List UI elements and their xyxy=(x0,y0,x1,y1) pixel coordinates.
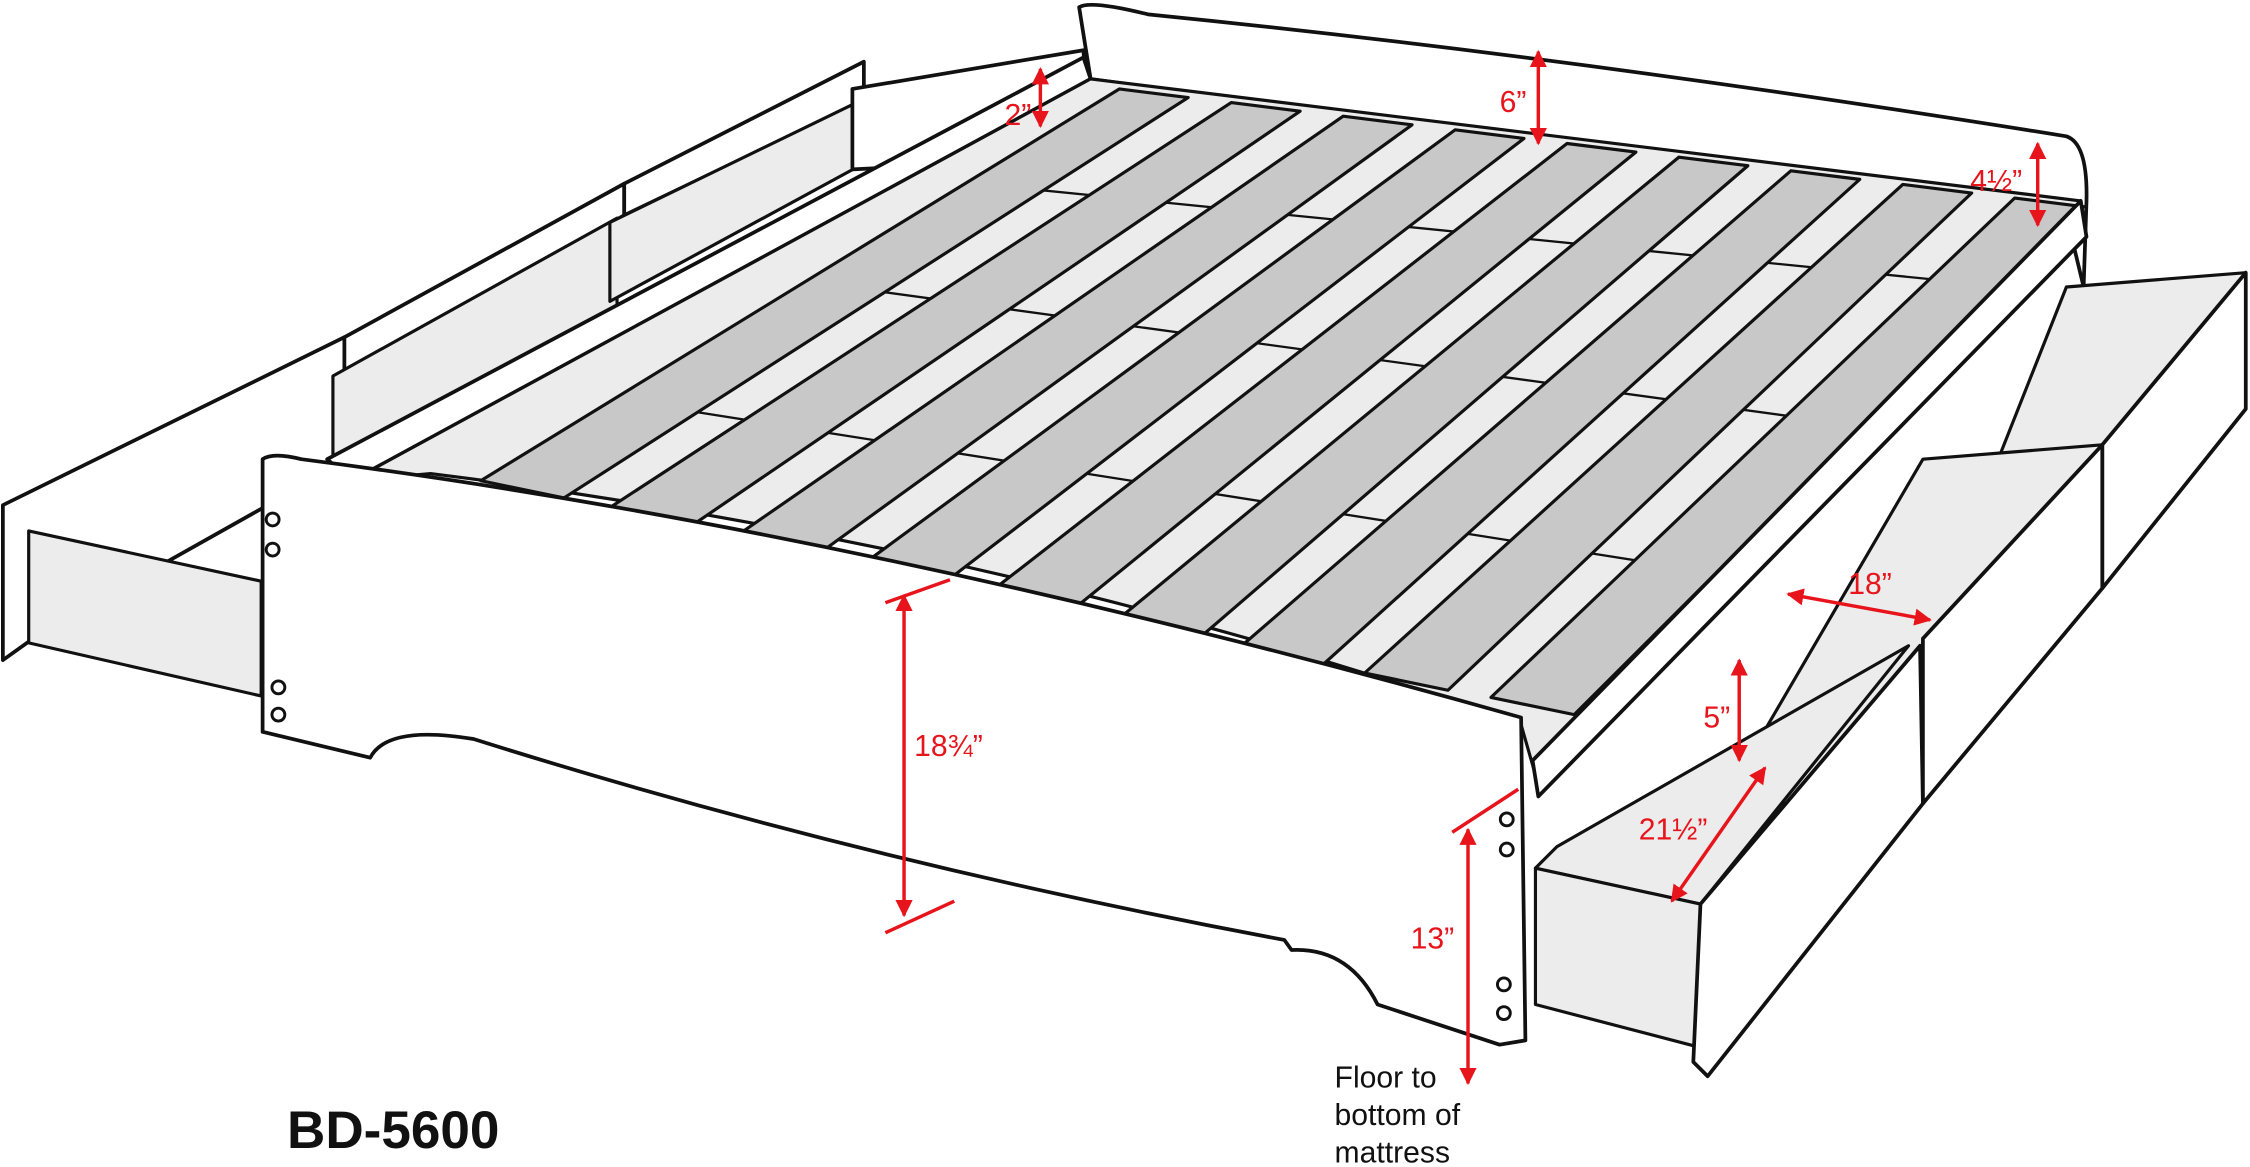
slat xyxy=(1489,196,2086,717)
slat xyxy=(1363,182,1974,692)
left-drawers xyxy=(1,48,1093,698)
dim-drawer-width: 18” xyxy=(1848,568,1892,601)
dim-headboard-height: 6” xyxy=(1500,86,1527,119)
dim-headboard-side: 4½” xyxy=(1970,165,2022,198)
right-drawers xyxy=(1533,270,2248,1079)
dim-drawer-height: 5” xyxy=(1703,702,1730,735)
dim-headboard-rail: 2” xyxy=(1004,99,1031,132)
bolts xyxy=(264,511,1515,1022)
dim-drawer-depth: 21½” xyxy=(1639,813,1708,846)
note-line-2: bottom of xyxy=(1335,1099,1461,1132)
slats xyxy=(479,87,2086,717)
note-line-3: mattress xyxy=(1335,1136,1451,1167)
dim-floor-to-mattress: 13” xyxy=(1411,923,1455,956)
footboard xyxy=(260,453,1528,1047)
right-side-rail xyxy=(1530,199,2089,799)
model-number: BD-5600 xyxy=(287,1101,499,1160)
note-line-1: Floor to xyxy=(1335,1062,1437,1095)
dim-footboard-height: 18¾” xyxy=(914,730,983,763)
dimension-arrows xyxy=(884,49,2047,1086)
